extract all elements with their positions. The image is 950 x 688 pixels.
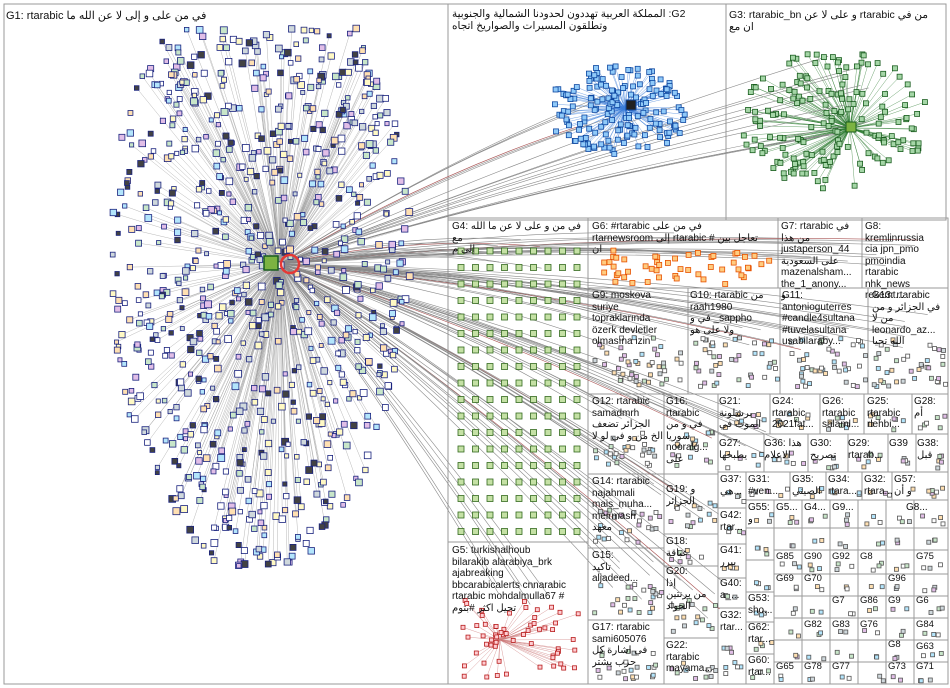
group-label-g17: G17: rtarabic sami605076 في اشارة كل حرب… (592, 622, 664, 668)
grid-group-label: G73 (888, 662, 918, 673)
grid-group-label: G6 (916, 596, 946, 607)
group-label-g20: G20: إذا من برنتين الجواد (666, 566, 718, 612)
group-label-g40: G40: a_... (720, 578, 748, 601)
group-label-g60: G60: rtar... (748, 655, 776, 678)
group-label-g25: G25: rtarabic rlehbi... (867, 396, 909, 431)
grid-group-label: G71 (916, 662, 946, 673)
grid-group-label: G7 (832, 596, 862, 607)
group-label-g35: G35: الصيني (792, 474, 828, 497)
group-label-g38: G38: قبل (917, 438, 948, 461)
group-label-g42: G42: rtar... (720, 510, 748, 533)
grid-group-label: G90 (804, 552, 834, 563)
group-label-g34: G34: rtara... (828, 474, 864, 497)
group-label-g9x: G9... (832, 502, 858, 514)
grid-group-label: G8 (860, 552, 890, 563)
group-label-g30: G30: تصريح (810, 438, 846, 461)
group-label-g13: G13: rtarabic في الجزائر و من من لا leon… (872, 290, 948, 348)
group-label-g12: G12: rtarabic samadmrh الجزائر تضعف الخ … (592, 396, 664, 442)
group-label-g28: G28: أم (914, 396, 948, 419)
group-label-g32: G32: rtar... (720, 610, 748, 633)
group-label-g5: G5: turkishalhoub bilarakib alarabiya_br… (452, 545, 588, 614)
group-label-g55: G55: و (748, 502, 776, 525)
group-label-g2: G2: المملكة العربية تهددون لحدودنا الشما… (452, 8, 726, 32)
group-label-g37: G37: هي... (720, 474, 748, 497)
group-label-g1: G1: rtarabic في من على و إلى لا عن الله … (6, 10, 448, 23)
group-label-g24: G24: rtarabic 2021fat... (772, 396, 822, 431)
grid-group-label: G75 (916, 552, 946, 563)
grid-group-label: G70 (804, 574, 834, 585)
grid-group-label: G65 (776, 662, 806, 673)
grid-group-label: G69 (776, 574, 806, 585)
grid-group-label: G77 (832, 662, 862, 673)
group-label-g22: G22: rtarabic mayama... (666, 640, 718, 675)
group-label-g18: G18: عباقة (666, 536, 718, 559)
group-label-g41: G41: يبرر (720, 545, 748, 568)
grid-group-label: G78 (804, 662, 834, 673)
grid-group-label: G96 (888, 574, 918, 585)
group-label-g3: G3: rtarabic_bn و على لا عن rtarabic من … (729, 9, 945, 33)
group-label-g26: G26: rtarabic salaml... (822, 396, 866, 431)
group-label-g14: G14: rtarabic najahmali mais_muha... mei… (592, 476, 664, 534)
grid-group-label: G9 (888, 596, 918, 607)
grid-group-label: G8 (888, 640, 918, 651)
grid-group-label: G83 (832, 620, 862, 631)
grid-group-label: G84 (916, 620, 946, 631)
grid-group-label: G86 (860, 596, 890, 607)
group-label-g36: G36: هذا الاعلام (764, 438, 808, 461)
group-label-g15: G15: تاكيد aljadeed... (592, 550, 664, 585)
group-label-g53: G53: sho... (748, 593, 776, 616)
group-label-g19: G19: و الجزائر (666, 484, 718, 507)
grid-group-label: G63 (916, 642, 946, 653)
group-label-g39: G39 (889, 438, 915, 450)
grid-group-label: G76 (860, 620, 890, 631)
group-label-g27: G27: يطبخها (719, 438, 769, 461)
group-label-g31: G31: #ven... (748, 474, 792, 497)
group-label-g10: G10: rtarabic من raah1980 في و _sappho و… (690, 290, 780, 336)
group-label-g6: G6: #rtarabic في من على rtarnewsroom إلى… (592, 221, 778, 256)
group-label-g4x: G4... (804, 502, 830, 514)
grid-group-label: G85 (776, 552, 806, 563)
group-label-g4: G4: في من و على لا عن ما الله مع إلى م (452, 221, 588, 256)
group-label-g62: G62: rtar... (748, 622, 776, 645)
group-label-g9: G9: moskova suriye topraklarında özerk d… (592, 290, 686, 348)
grid-group-label: G92 (832, 552, 862, 563)
group-label-g32b: G32: rtara... (864, 474, 894, 497)
group-label-g29: G29: rtarab... (848, 438, 886, 461)
group-label-g8x: G8... (906, 502, 932, 514)
group-label-g21: G21: برشلونة الموت في (719, 396, 771, 431)
group-label-g11: G11: antonioguterres #candle4sultana #tu… (782, 290, 868, 348)
group-label-g16: G16: rtarabic في و من سوريا nooralg... ع… (666, 396, 718, 465)
grid-group-label: G82 (804, 620, 834, 631)
group-label-g5x: G5... (776, 502, 802, 514)
group-label-g57: G57: و أن (894, 474, 948, 497)
